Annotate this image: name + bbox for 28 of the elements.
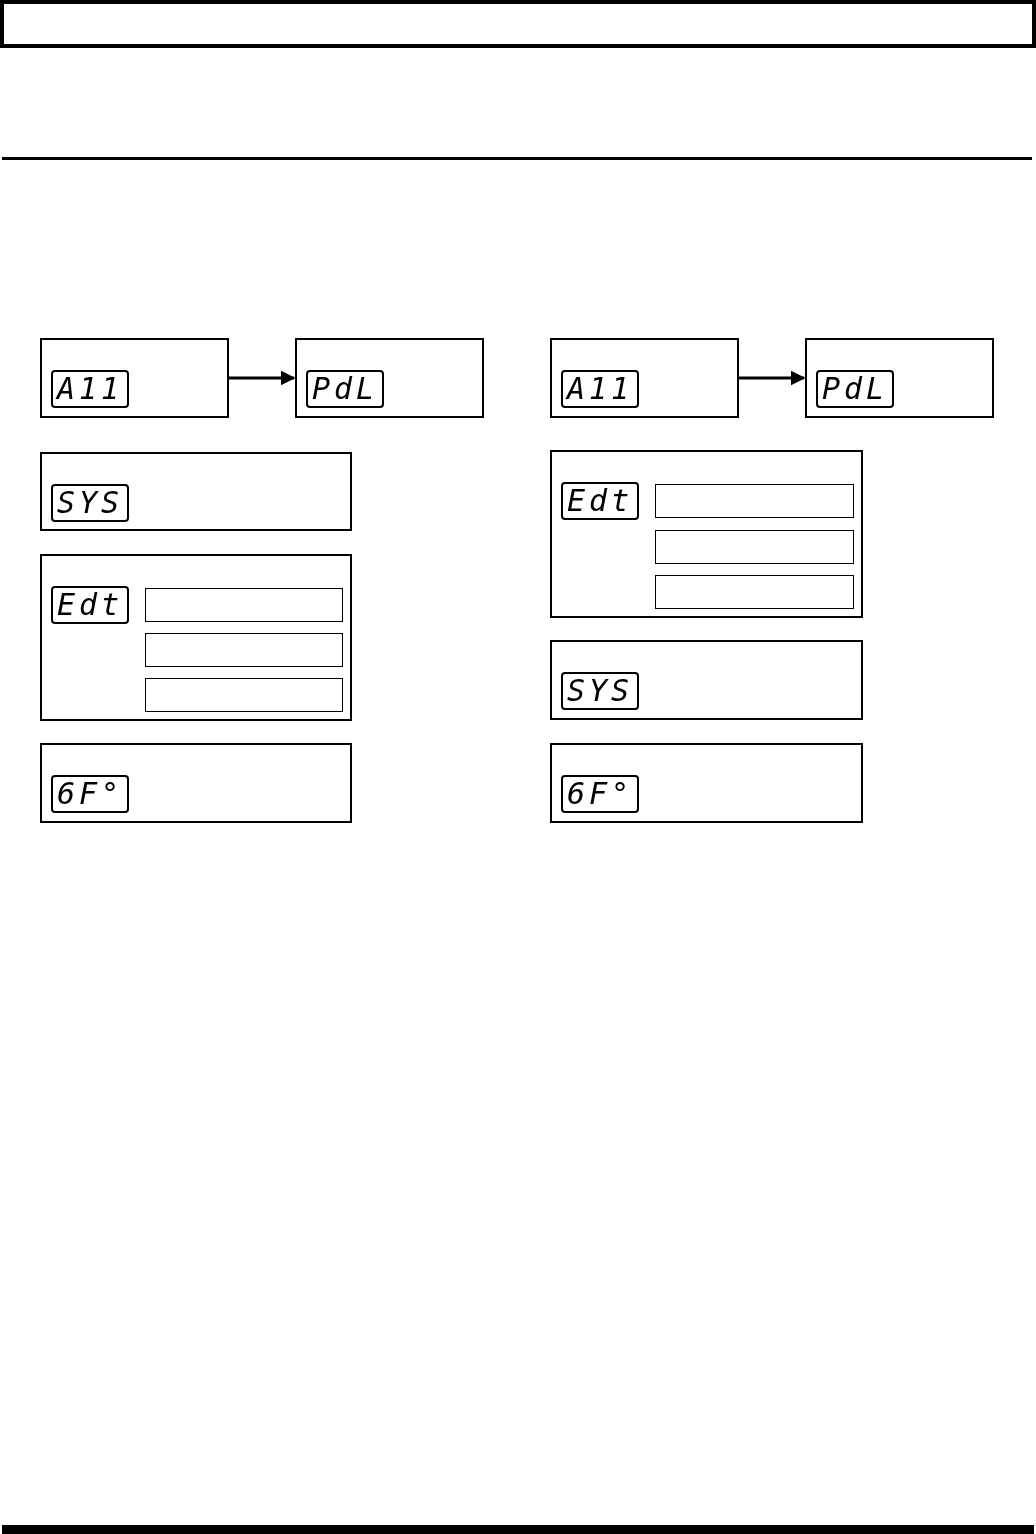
segment-display-readout: 6F°	[51, 775, 129, 813]
arrow	[229, 370, 296, 386]
segment-display-readout: SYS	[51, 484, 129, 522]
display-panel-box	[550, 640, 863, 720]
segment-display-readout: A11	[561, 370, 639, 408]
display-panel-box	[805, 338, 994, 418]
empty-box	[655, 575, 854, 609]
segment-display-readout: PdL	[306, 370, 384, 408]
segment-display-readout: Edt	[561, 482, 639, 520]
segment-display-readout: Edt	[51, 586, 129, 624]
display-panel-box	[40, 338, 229, 418]
empty-box	[655, 484, 854, 518]
display-panel-box	[550, 743, 863, 823]
segment-display-readout: 6F°	[561, 775, 639, 813]
display-panel-box	[40, 743, 352, 823]
display-panel-box	[40, 554, 352, 721]
arrow	[739, 370, 806, 386]
display-panel-box	[295, 338, 484, 418]
empty-box	[145, 678, 343, 712]
display-panel-box	[550, 338, 739, 418]
empty-box	[145, 633, 343, 667]
segment-display-readout: PdL	[816, 370, 894, 408]
segment-display-readout: A11	[51, 370, 129, 408]
empty-box	[655, 530, 854, 564]
empty-box	[145, 588, 343, 622]
display-panel-box	[550, 450, 863, 618]
display-panel-box	[40, 452, 352, 531]
segment-display-readout: SYS	[561, 672, 639, 710]
